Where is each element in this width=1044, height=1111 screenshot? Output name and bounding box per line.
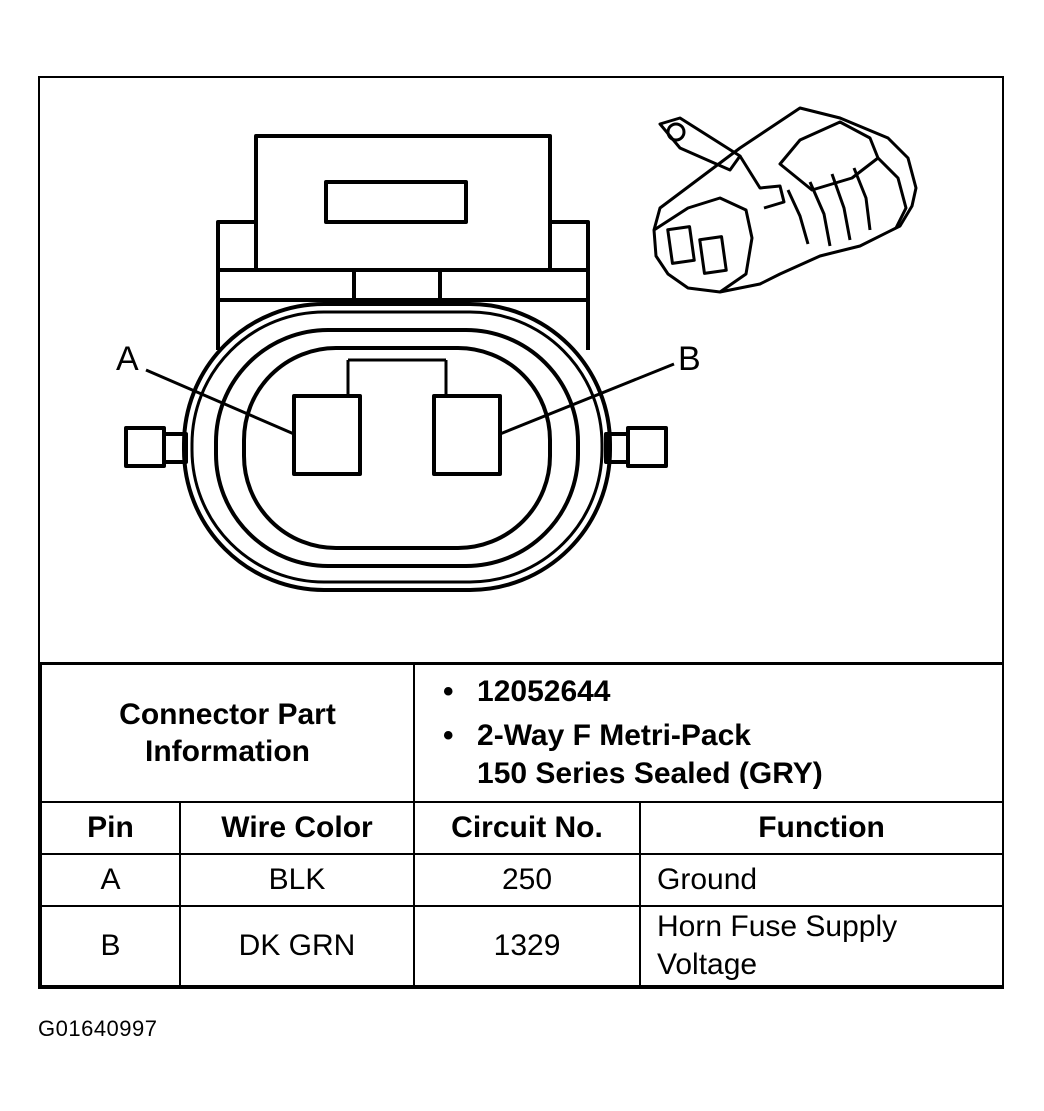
header-pin: Pin	[40, 800, 181, 855]
function-cell: Ground	[639, 852, 1005, 907]
header-function: Function	[639, 800, 1005, 855]
circuit-cell: 250	[413, 852, 642, 907]
function-cell: Horn Fuse Supply Voltage	[639, 904, 1005, 987]
connector-diagram: A B	[40, 78, 1002, 662]
connector-part-row: Connector Part Information 12052644 2-Wa…	[39, 662, 1005, 803]
pin-a-cavity	[292, 394, 362, 476]
outer-seal	[182, 302, 612, 592]
pin-b-cavity	[432, 394, 502, 476]
header-circuit-no: Circuit No.	[413, 800, 642, 855]
pin-cell: A	[40, 852, 181, 907]
wire-color-cell: DK GRN	[178, 904, 416, 987]
connector-part-label: Connector Part Information	[39, 662, 416, 803]
header-wire-color: Wire Color	[178, 800, 416, 855]
connector-type-item: 2-Way F Metri-Pack 150 Series Sealed (GR…	[443, 717, 1002, 793]
connector-face-drawing	[124, 106, 918, 592]
pin-b-label: B	[678, 340, 701, 378]
pin-a-leader	[145, 368, 295, 436]
connector-part-values: 12052644 2-Way F Metri-Pack 150 Series S…	[413, 662, 1005, 803]
wire-color-cell: BLK	[178, 852, 416, 907]
left-ear	[124, 426, 166, 468]
center-tab	[352, 268, 442, 302]
pin-a-label: A	[116, 340, 139, 378]
circuit-cell: 1329	[413, 904, 642, 987]
figure-frame: A B Connector Part Information 12052644 …	[38, 76, 1005, 989]
table-header-row: Pin Wire Color Circuit No. Function	[40, 800, 1005, 855]
latch-slot	[324, 180, 468, 224]
part-number-item: 12052644	[443, 673, 1002, 711]
connector-iso-view	[652, 106, 918, 294]
figure-id: G01640997	[38, 1016, 158, 1041]
inner-seal	[214, 328, 580, 568]
table-row: A BLK 250 Ground	[40, 852, 1005, 907]
latch-housing	[254, 134, 552, 272]
right-ear	[626, 426, 668, 468]
pin-cell: B	[40, 904, 181, 987]
connector-info-table: Connector Part Information 12052644 2-Wa…	[39, 662, 1005, 987]
table-row: B DK GRN 1329 Horn Fuse Supply Voltage	[40, 904, 1005, 987]
pin-b-leader	[499, 362, 675, 436]
